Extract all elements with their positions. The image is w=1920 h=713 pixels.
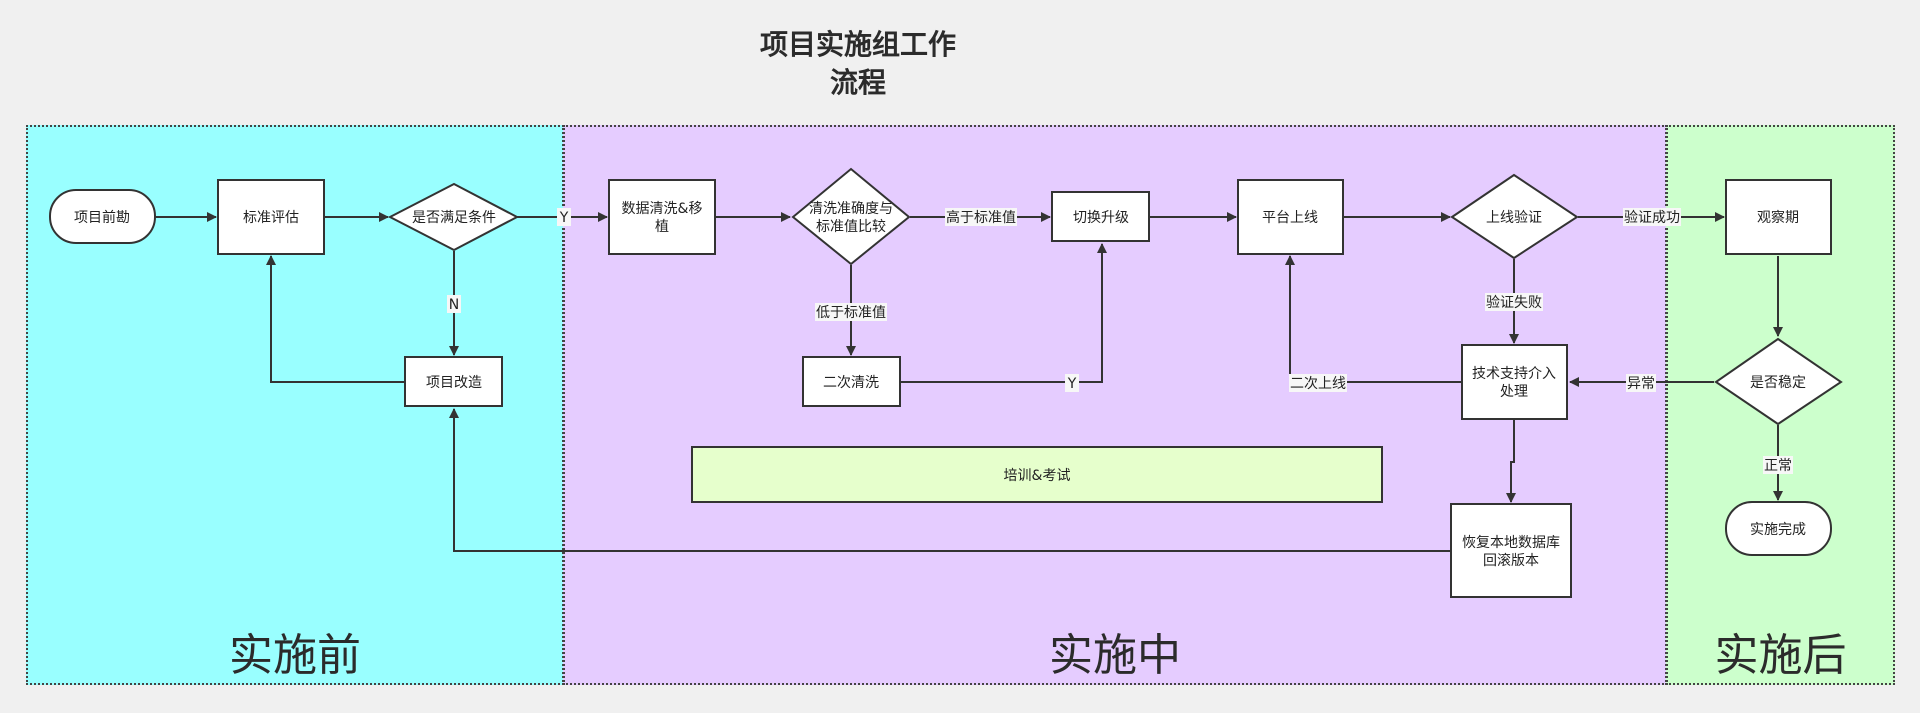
label-below-standard: 低于标准值 (816, 305, 886, 321)
node-project-survey: 项目前勘 (49, 189, 156, 244)
node-tech-support-label-1: 技术支持介入 (1472, 366, 1556, 382)
node-tech-support-label-2: 处理 (1500, 384, 1528, 400)
node-training: 培训&考试 (691, 446, 1383, 503)
label-second-yes: Y (1067, 376, 1077, 392)
zone-before-label: 实施前 (229, 630, 361, 681)
node-project-rework: 项目改造 (404, 356, 503, 407)
node-standard-eval-label: 标准评估 (243, 210, 299, 226)
node-platform-online-label: 平台上线 (1262, 210, 1318, 226)
edge-tech-support-to-platform (1285, 255, 1461, 383)
node-impl-done: 实施完成 (1725, 501, 1832, 556)
node-tech-support: 技术支持介入 处理 (1461, 344, 1568, 420)
node-second-clean-label: 二次清洗 (823, 375, 879, 391)
label-yes: Y (559, 210, 569, 226)
node-stable-check-label: 是否稳定 (1750, 375, 1806, 391)
node-online-verify-label: 上线验证 (1486, 210, 1542, 226)
node-accuracy-compare: 清洗准确度与 标准值比较 (791, 167, 911, 266)
node-project-survey-label: 项目前勘 (74, 209, 130, 226)
node-accuracy-compare-label-1: 清洗准确度与 (809, 201, 893, 217)
title-line-2: 流程 (829, 66, 886, 99)
node-online-verify: 上线验证 (1450, 173, 1579, 260)
edge-tech-support-to-restore (1506, 420, 1516, 503)
edge-restore-to-rework (449, 408, 1451, 552)
node-training-label: 培训&考试 (1004, 468, 1071, 484)
node-project-rework-label: 项目改造 (426, 375, 482, 391)
node-condition-check: 是否满足条件 (387, 182, 520, 252)
label-verify-success: 验证成功 (1624, 210, 1680, 226)
node-second-clean: 二次清洗 (802, 356, 901, 407)
node-observation: 观察期 (1725, 179, 1832, 255)
label-no: N (449, 297, 459, 313)
edge-rework-to-eval (266, 255, 404, 383)
node-restore-db: 恢复本地数据库 回滚版本 (1450, 503, 1572, 598)
zone-during-label: 实施中 (1049, 630, 1181, 681)
node-switch-upgrade-label: 切换升级 (1073, 209, 1129, 226)
node-stable-check: 是否稳定 (1714, 337, 1843, 426)
label-abnormal: 异常 (1627, 376, 1655, 392)
node-data-clean-label-2: 植 (655, 219, 669, 235)
node-restore-db-label-2: 回滚版本 (1483, 552, 1539, 569)
edge-second-clean-to-switch (901, 243, 1107, 383)
node-platform-online: 平台上线 (1237, 179, 1344, 255)
node-impl-done-label: 实施完成 (1750, 522, 1806, 538)
title-line-1: 项目实施组工作 (759, 28, 956, 61)
node-switch-upgrade: 切换升级 (1051, 191, 1150, 242)
node-restore-db-label-1: 恢复本地数据库 (1462, 534, 1560, 551)
label-normal: 正常 (1764, 458, 1792, 474)
label-second-online: 二次上线 (1290, 376, 1346, 392)
node-data-clean-label-1: 数据清洗&移 (622, 201, 703, 217)
node-standard-eval: 标准评估 (217, 179, 325, 255)
node-data-clean: 数据清洗&移 植 (608, 179, 716, 255)
zone-after-label: 实施后 (1714, 630, 1847, 681)
node-observation-label: 观察期 (1757, 209, 1799, 226)
label-verify-fail: 验证失败 (1486, 295, 1542, 311)
edge-labels: Y N 高于标准值 低于标准值 Y 验证成功 验证失败 二次上线 异常 正常 (447, 208, 1793, 474)
node-accuracy-compare-label-2: 标准值比较 (816, 219, 886, 235)
label-above-standard: 高于标准值 (946, 209, 1016, 226)
node-condition-check-label: 是否满足条件 (412, 209, 496, 226)
diagram-title: 项目实施组工作 流程 (700, 26, 1016, 102)
